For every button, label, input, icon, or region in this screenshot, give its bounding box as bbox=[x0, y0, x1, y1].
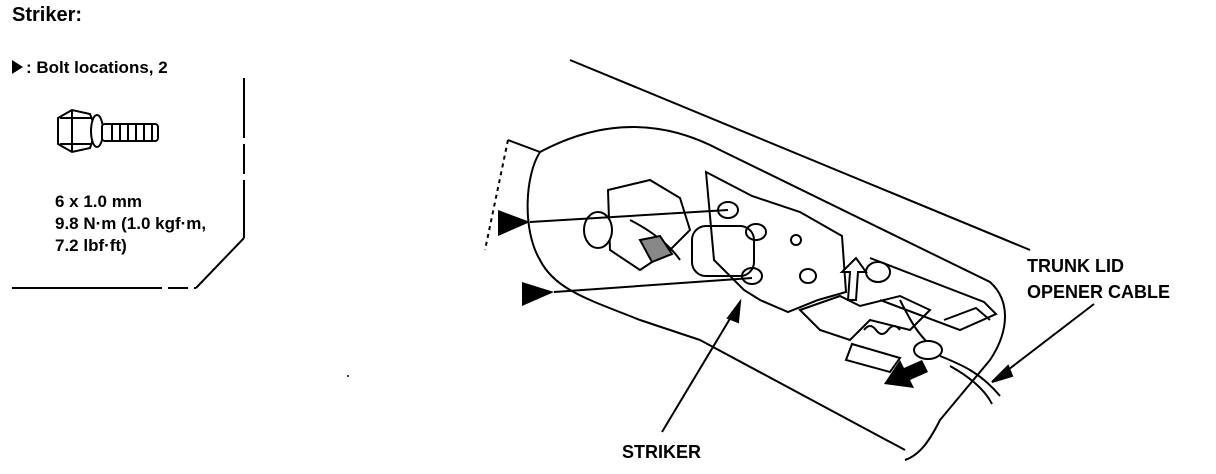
bolt-locations-text: : Bolt locations, 2 bbox=[26, 58, 168, 77]
striker-label: STRIKER bbox=[622, 442, 702, 462]
bolt-torque-line2: 7.2 lbf·ft) bbox=[55, 236, 127, 255]
motion-arrows bbox=[839, 256, 928, 388]
bolt-pointer-icon bbox=[12, 60, 23, 74]
trunk-lid-cable-label-line1: TRUNK LID bbox=[1027, 256, 1124, 276]
trunk-lid-cable-label-line2: OPENER CABLE bbox=[1027, 282, 1171, 302]
page-title: Striker: bbox=[12, 4, 83, 26]
trunk-rail bbox=[869, 257, 998, 332]
bolt-torque-line1: 9.8 N·m (1.0 kgf·m, bbox=[55, 214, 207, 233]
cable-leader-line bbox=[991, 303, 1095, 383]
bolt-size: 6 x 1.0 mm bbox=[55, 192, 142, 211]
trunk-body-outline bbox=[484, 59, 1031, 461]
bolt-locations-note: : Bolt locations, 2 bbox=[12, 58, 168, 78]
bolt-icon bbox=[57, 108, 159, 154]
bolt-location-pointer-upper bbox=[498, 209, 729, 236]
striker-plate bbox=[691, 170, 848, 314]
latch-mechanism bbox=[583, 178, 692, 272]
bolt-location-pointer-lower bbox=[522, 277, 753, 306]
stray-mark bbox=[347, 375, 349, 377]
opener-cable bbox=[899, 299, 1001, 405]
spec-box-border bbox=[12, 78, 245, 289]
striker-leader-line bbox=[661, 298, 742, 433]
